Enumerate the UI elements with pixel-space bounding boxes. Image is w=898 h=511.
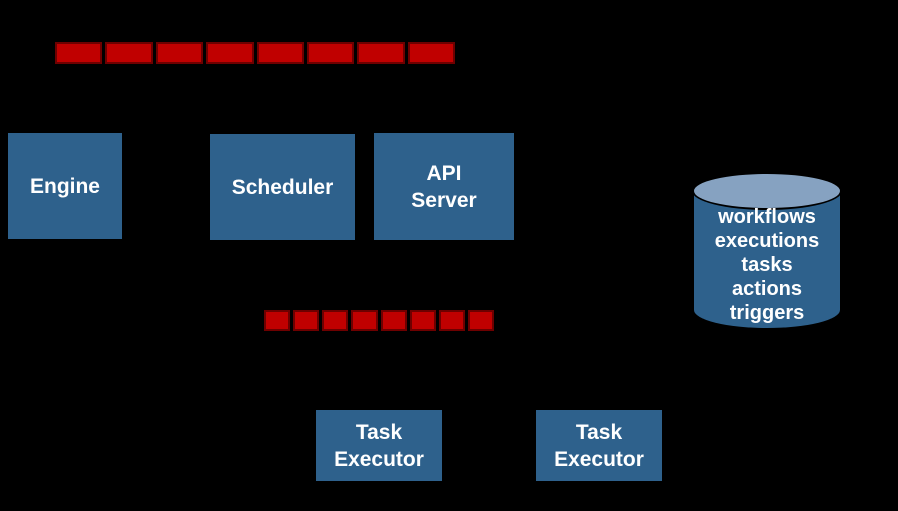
queue-segment	[105, 42, 153, 64]
queue-segment	[256, 42, 304, 64]
datastore-cylinder-body	[692, 191, 842, 330]
api-server-label: API Server	[411, 161, 477, 212]
message-queue-top	[55, 42, 455, 64]
task-executor-2-label: Task Executor	[554, 420, 644, 471]
queue-segment	[467, 310, 494, 331]
datastore-item: tasks	[741, 254, 793, 276]
datastore-item: workflows	[718, 206, 816, 228]
datastore-cylinder-top-ellipse	[692, 172, 842, 210]
queue-segment	[293, 310, 320, 331]
scheduler-label: Scheduler	[231, 175, 334, 199]
queue-segment	[351, 310, 378, 331]
queue-segment	[206, 42, 254, 64]
task-executor-1-node: Task Executor	[316, 410, 442, 481]
scheduler-node: Scheduler	[210, 134, 355, 240]
datastore-cylinder: workflows executions tasks actions trigg…	[692, 172, 842, 330]
engine-node: Engine	[8, 133, 122, 239]
queue-segment	[322, 310, 349, 331]
queue-segment	[380, 310, 407, 331]
queue-segment	[438, 310, 465, 331]
engine-label: Engine	[29, 174, 100, 198]
queue-segment	[409, 310, 436, 331]
queue-segment	[407, 42, 455, 64]
queue-segment	[264, 310, 291, 331]
datastore-item: actions	[731, 278, 803, 300]
datastore-item: executions	[714, 230, 820, 252]
task-executor-2-node: Task Executor	[536, 410, 662, 481]
queue-segment	[357, 42, 405, 64]
api-server-node: API Server	[374, 133, 514, 240]
message-queue-bottom	[264, 310, 494, 331]
datastore-item: triggers	[729, 302, 805, 324]
datastore-item-list: workflows executions tasks actions trigg…	[692, 205, 842, 325]
queue-segment	[306, 42, 355, 64]
task-executor-1-label: Task Executor	[334, 420, 424, 471]
queue-segment	[55, 42, 103, 64]
queue-segment	[155, 42, 204, 64]
